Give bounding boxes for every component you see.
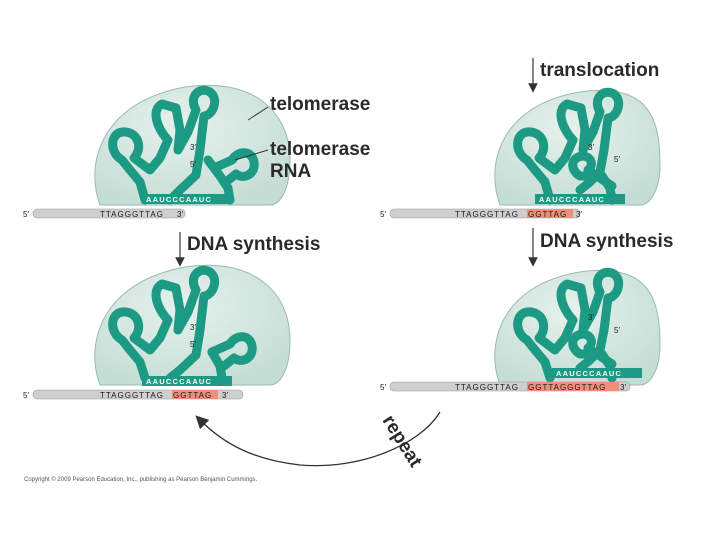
rna-template-bar (552, 368, 642, 378)
rna-template-bar (535, 194, 625, 204)
dna-new-sequence: GGTTAG (528, 210, 567, 219)
rna-template-sequence: AAUCCCAAUC (146, 377, 212, 386)
repeat-arrow (195, 411, 441, 467)
panel-first-extension: AAUCCCAAUC 3′ 5′ 5′ TTAGGGTTAG GGTTAG 3′ (23, 264, 291, 400)
rna-template-sequence: AAUCCCAAUC (556, 369, 622, 378)
panel-second-extension: AAUCCCAAUC 3′ 5′ 5′ TTAGGGTTAG GGTTAGGGT… (380, 267, 661, 392)
dna-three-prime: 3′ (177, 210, 183, 219)
telomerase-rna-pointer (234, 149, 269, 161)
panel-translocation: AAUCCCAAUC 3′ 5′ 5′ TTAGGGTTAG GGTTAG 3′ (380, 87, 661, 219)
dna-three-prime: 3′ (620, 383, 626, 392)
new-dna-segment (527, 382, 619, 391)
rna-five-prime: 5′ (190, 160, 196, 169)
dna-sequence: TTAGGGTTAG (100, 391, 164, 400)
translocation-label: translocation (540, 60, 659, 81)
dna-synthesis-label-right: DNA synthesis (540, 231, 673, 252)
rna-three-prime: 3′ (588, 313, 594, 322)
rna-three-prime: 3′ (190, 143, 196, 152)
new-dna-segment (527, 209, 573, 218)
rna-three-prime: 3′ (190, 323, 196, 332)
new-dna-segment (172, 390, 218, 399)
dna-three-prime: 3′ (576, 210, 582, 219)
telomerase-enzyme (94, 264, 291, 386)
rna-five-prime: 5′ (614, 155, 620, 164)
rna-five-prime: 5′ (190, 340, 196, 349)
telomerase-rna-strand (108, 265, 257, 383)
dna-three-prime: 3′ (222, 391, 228, 400)
telomerase-label: telomerase (270, 94, 370, 115)
telomerase-rna-label-line1: telomerase (270, 139, 370, 160)
dna-new-sequence: GGTTAG (173, 391, 212, 400)
dna-sequence: TTAGGGTTAG (455, 210, 519, 219)
dna-five-prime: 5′ (23, 391, 29, 400)
rna-template-sequence: AAUCCCAAUC (539, 195, 605, 204)
rna-three-prime: 3′ (588, 143, 594, 152)
dna-sequence: TTAGGGTTAG (455, 383, 519, 392)
dna-synthesis-label-left: DNA synthesis (187, 234, 320, 255)
rna-template-sequence: AAUCCCAAUC (146, 195, 212, 204)
dna-five-prime: 5′ (23, 210, 29, 219)
rna-five-prime: 5′ (614, 326, 620, 335)
panel-initial-binding: AAUCCCAAUC 3′ 5′ 5′ TTAGGGTTAG 3′ (23, 84, 291, 219)
rna-template-bar (142, 376, 232, 386)
dna-five-prime: 5′ (380, 210, 386, 219)
dna-sequence: TTAGGGTTAG (100, 210, 164, 219)
telomerase-rna-strand (108, 85, 259, 205)
rna-template-bar (142, 194, 232, 204)
telomerase-rna-label-line2: RNA (270, 161, 311, 182)
copyright-notice: Copyright © 2009 Pearson Education, Inc.… (24, 476, 258, 483)
telomerase-pointer (247, 106, 269, 121)
dna-strand (32, 208, 186, 219)
dna-new-sequence: GGTTAGGGTTAG (528, 383, 606, 392)
dna-five-prime: 5′ (380, 383, 386, 392)
repeat-label: repeat (378, 412, 426, 472)
